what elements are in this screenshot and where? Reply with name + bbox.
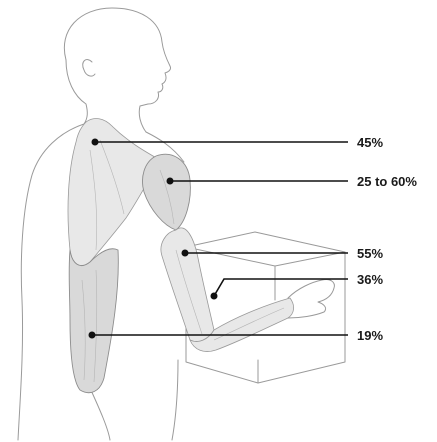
lower-back-label: 19% <box>357 328 383 343</box>
biceps-muscle <box>161 228 214 342</box>
muscle-group <box>68 119 334 393</box>
biceps-label: 55% <box>357 246 383 261</box>
deltoid-label: 25 to 60% <box>357 174 417 189</box>
forearm-leader <box>214 279 348 296</box>
percentage-labels: 45% 25 to 60% 55% 36% 19% <box>357 135 417 343</box>
deltoid-muscle <box>143 154 191 230</box>
lower-back-muscle <box>69 249 118 393</box>
hand-shape <box>288 279 334 318</box>
upper-trapezius-label: 45% <box>357 135 383 150</box>
forearm-label: 36% <box>357 272 383 287</box>
